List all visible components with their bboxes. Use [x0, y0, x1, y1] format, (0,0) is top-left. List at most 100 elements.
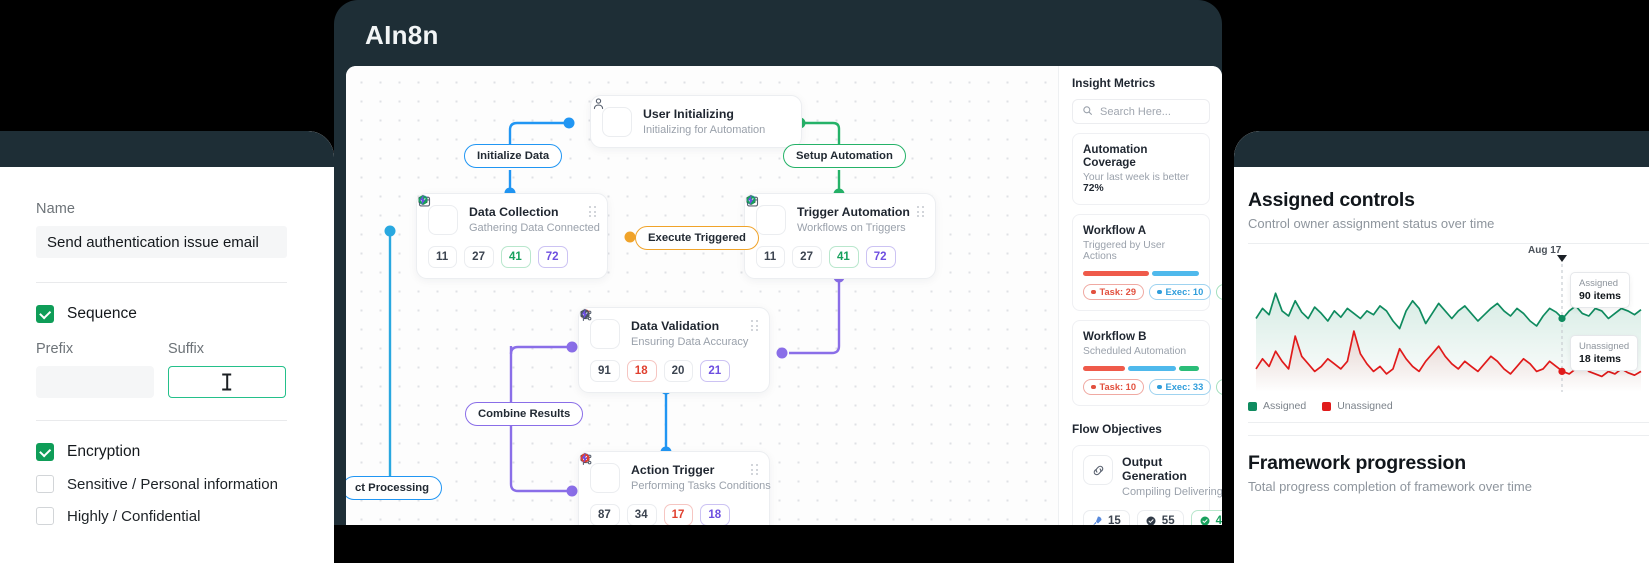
- drag-handle-icon[interactable]: [751, 464, 759, 476]
- node-title: Data Validation: [631, 319, 720, 333]
- pill-object-processing[interactable]: ct Processing: [346, 476, 443, 500]
- node-data-validation[interactable]: Data Validation Ensuring Data Accuracy 9…: [578, 307, 770, 393]
- node-stats: 11 27 41 72: [746, 195, 923, 268]
- app-title: AIn8n: [365, 20, 439, 50]
- workflow-title: Workflow B: [1083, 330, 1147, 343]
- chip-done: Done: 1: [1216, 379, 1222, 395]
- stat-value: 11: [436, 251, 449, 263]
- node-stats: 87 34 17 18: [580, 453, 757, 525]
- stat-value: 17: [671, 509, 685, 521]
- node-subtitle: Initializing for Automation: [643, 124, 766, 136]
- chip-done: Done: 1: [1216, 284, 1222, 300]
- assigned-controls-title: Assigned controls: [1248, 189, 1415, 211]
- prefix-group: Prefix: [36, 341, 154, 398]
- prefix-label: Prefix: [36, 341, 74, 357]
- confidential-checkbox[interactable]: [36, 507, 54, 525]
- suffix-label: Suffix: [168, 341, 205, 357]
- link-icon: [1083, 455, 1113, 485]
- workflow-a-card[interactable]: Workflow A Triggered by User Actions Tas…: [1072, 214, 1222, 311]
- search-input[interactable]: Search Here...: [1072, 99, 1210, 124]
- chart-date-marker: Aug 17: [1528, 245, 1562, 256]
- divider-2: [36, 420, 287, 421]
- insight-metrics-sidebar: Insight Metrics Search Here... Automatio…: [1058, 66, 1222, 525]
- stat-check: 55: [1136, 510, 1184, 525]
- chart-divider-bottom: [1248, 422, 1649, 423]
- window-icon: [418, 196, 458, 235]
- sequence-checkbox-row[interactable]: Sequence: [36, 305, 300, 323]
- stat-value: 34: [634, 509, 648, 521]
- coverage-value: 72%: [1083, 183, 1104, 194]
- node-stats: 91 18 20 21: [580, 309, 757, 382]
- drag-handle-icon[interactable]: [917, 206, 925, 218]
- window-icon: [746, 196, 786, 235]
- center-workflow-window: AIn8n: [334, 0, 1222, 525]
- coverage-subtitle: Your last week is better 72%: [1083, 172, 1190, 194]
- pill-initialize-data[interactable]: Initialize Data: [464, 144, 563, 168]
- workflow-progress-bar: [1083, 366, 1199, 371]
- objective-output-generation[interactable]: Output Generation Compiling Delivering 1…: [1072, 445, 1222, 525]
- stat-value: 27: [472, 251, 485, 263]
- stat-rocket: 15: [1083, 510, 1130, 525]
- sensitive-label: Sensitive / Personal information: [67, 475, 278, 493]
- node-trigger-automation[interactable]: Trigger Automation Workflows on Triggers…: [744, 193, 936, 279]
- workflow-b-card[interactable]: Workflow B Scheduled Automation Task: 10…: [1072, 320, 1222, 406]
- prefix-suffix-row: Prefix Suffix: [36, 341, 300, 398]
- drag-handle-icon[interactable]: [751, 320, 759, 332]
- stat-value: 27: [800, 251, 813, 263]
- stat-rocket: 18: [581, 309, 657, 382]
- automation-coverage-card[interactable]: Automation Coverage Your last week is be…: [1072, 133, 1210, 205]
- sensitive-checkbox-row[interactable]: Sensitive / Personal information: [36, 475, 300, 493]
- tooltip-value: 18 items: [1579, 353, 1622, 365]
- confidential-checkbox-row[interactable]: Highly / Confidential: [36, 507, 300, 525]
- stat-box: 11: [746, 195, 786, 268]
- stat-value: 18: [634, 365, 648, 377]
- pill-combine-results[interactable]: Combine Results: [465, 402, 584, 426]
- node-action-trigger[interactable]: Action Trigger Performing Tasks Conditio…: [578, 451, 771, 525]
- chart-svg: [1255, 255, 1642, 392]
- node-title: Trigger Automation: [797, 205, 910, 219]
- assigned-controls-subtitle: Control owner assignment status over tim…: [1248, 216, 1495, 231]
- stat-value: 72: [873, 251, 887, 263]
- workflow-subtitle: Scheduled Automation: [1083, 346, 1187, 357]
- encryption-label: Encryption: [67, 443, 141, 460]
- node-subtitle: Performing Tasks Conditions: [631, 480, 771, 492]
- divider-1: [36, 282, 287, 283]
- pill-setup-automation[interactable]: Setup Automation: [783, 144, 906, 168]
- right-analytics-panel: Assigned controls Control owner assignme…: [1234, 131, 1649, 563]
- node-user-initializing[interactable]: User Initializing Initializing for Autom…: [590, 95, 802, 148]
- prefix-input[interactable]: [36, 366, 154, 398]
- encryption-checkbox[interactable]: [36, 443, 54, 461]
- sensitive-checkbox[interactable]: [36, 475, 54, 493]
- node-title: Data Collection: [469, 205, 559, 219]
- node-subtitle: Ensuring Data Accuracy: [631, 336, 749, 348]
- objective-stats: 15 55 41: [1083, 510, 1222, 525]
- node-subtitle: Workflows on Triggers: [797, 222, 906, 234]
- flow-canvas[interactable]: User Initializing Initializing for Autom…: [346, 66, 1058, 525]
- sequence-checkbox[interactable]: [36, 305, 54, 323]
- workflow-canvas-area: User Initializing Initializing for Autom…: [346, 66, 1222, 525]
- tooltip-unassigned: Unassigned 18 items: [1570, 335, 1639, 371]
- stat-value: 11: [764, 251, 777, 263]
- suffix-input[interactable]: [168, 366, 286, 398]
- node-data-collection[interactable]: Data Collection Gathering Data Connected…: [416, 193, 608, 279]
- right-panel-titlebar: [1234, 131, 1649, 167]
- stat-rocket: 27: [747, 195, 822, 268]
- stat-check: 41: [746, 195, 859, 268]
- stat-check: 41: [418, 195, 531, 268]
- stat-value: 41: [836, 251, 850, 263]
- stat-box: 87: [580, 453, 620, 525]
- user-icon: [593, 98, 632, 137]
- encryption-checkbox-row[interactable]: Encryption: [36, 443, 300, 461]
- tooltip-label: Assigned: [1579, 278, 1619, 289]
- suffix-group: Suffix: [168, 341, 286, 398]
- legend-assigned: Assigned: [1248, 400, 1306, 412]
- assigned-controls-chart[interactable]: Aug 17 Assigned 90 items Unassigned 18 i…: [1248, 245, 1649, 392]
- drag-handle-icon[interactable]: [589, 206, 597, 218]
- pill-execute-triggered[interactable]: Execute Triggered: [635, 226, 759, 250]
- name-input[interactable]: Send authentication issue email: [36, 226, 287, 258]
- stat-rocket: 34: [581, 453, 657, 525]
- tooltip-assigned: Assigned 90 items: [1570, 272, 1631, 308]
- framework-progression-title: Framework progression: [1248, 452, 1466, 474]
- sequence-label: Sequence: [67, 305, 137, 322]
